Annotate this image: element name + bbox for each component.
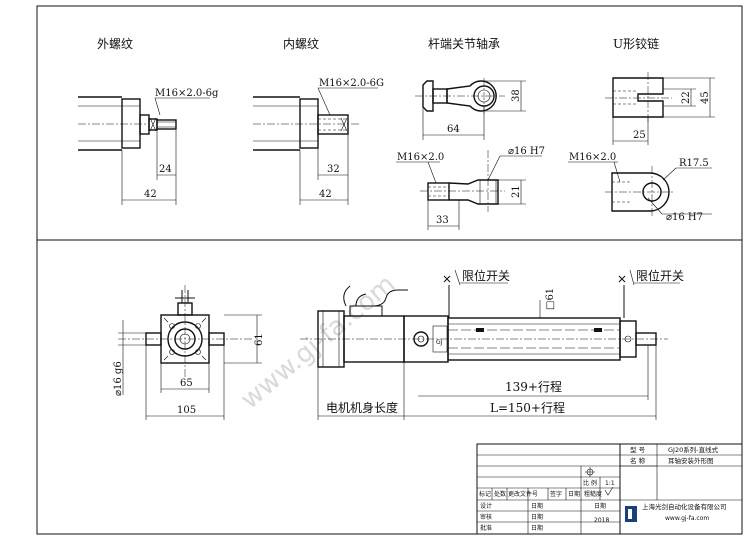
external-thread-title: 外螺纹 (97, 37, 133, 51)
external-thread-dim-42: 42 (144, 189, 157, 200)
design-date-label: 日期 (531, 502, 543, 510)
col-rough: 粗糙度 (584, 490, 602, 498)
actuator-end-view: 61 ⌀16 g6 65 105 (113, 285, 265, 420)
rod-end-offset: 33 (436, 215, 449, 226)
scale-value: 1:1 (605, 480, 615, 487)
review-date-label: 日期 (531, 513, 543, 521)
company-name: 上海光剑自动化设备有限公司 (642, 502, 727, 511)
external-thread-dim-24: 24 (159, 164, 172, 175)
name-label: 名 称 (630, 456, 646, 465)
company-website: www.gj-fa.com (665, 515, 709, 522)
end-view-height: 61 (254, 333, 265, 346)
approve-date-label: 日期 (531, 524, 543, 532)
overall-width: 105 (177, 405, 196, 416)
u-clevis-view: U形铰链 45 22 25 M16×2.0 R17.5 ⌀16 H7 (568, 36, 715, 223)
u-clevis-radius: R17.5 (679, 158, 709, 169)
date-label: 日期 (594, 502, 606, 510)
title-block: 型 号 GJ20系列-直线式 名 称 耳轴安装外形图 比 例 1:1 标记 处数… (476, 443, 743, 535)
col-count: 处数 (494, 490, 506, 498)
model-label: 型 号 (630, 445, 646, 454)
rod-end-bore: ⌀16 H7 (508, 146, 545, 157)
name-value: 耳轴安装外形图 (668, 456, 714, 465)
motor-body-length: 电机机身长度 (326, 400, 398, 415)
company-logo (625, 506, 637, 522)
scale-label: 比 例 (583, 479, 597, 487)
rod-end-height: 38 (511, 89, 522, 102)
limit-switch-label-2: 限位开关 (636, 268, 684, 283)
rod-end-thread: M16×2.0 (397, 152, 444, 163)
u-clevis-length: 25 (633, 130, 646, 141)
brand-mark: GJ (436, 339, 443, 346)
u-clevis-thread: M16×2.0 (569, 152, 616, 163)
year: 2018 (594, 517, 609, 524)
rod-end-length: 64 (447, 124, 460, 135)
external-thread-view: 外螺纹 M16×2.0-6g 24 42 (78, 37, 219, 205)
row-review: 审核 (480, 513, 492, 521)
col-doc: 更改文件号 (508, 490, 538, 498)
u-clevis-outer: 45 (700, 91, 711, 104)
shaft-diameter: ⌀16 g6 (113, 361, 124, 396)
internal-thread-title: 内螺纹 (283, 37, 319, 51)
row-approve: 批准 (480, 524, 492, 532)
u-clevis-title: U形铰链 (613, 36, 659, 51)
limit-switch-label-1: 限位开关 (462, 268, 510, 283)
drawing-frame (36, 5, 743, 535)
actuator-side-view: GJ 限位开关 限位开关 □61 139+行程 (300, 268, 684, 420)
flange-width: 65 (180, 378, 193, 389)
internal-thread-dim-42: 42 (319, 189, 332, 200)
profile-square: □61 (545, 288, 556, 310)
row-design: 设计 (480, 502, 492, 510)
stroke-length: 139+行程 (505, 379, 562, 394)
col-date: 日期 (568, 490, 580, 498)
rod-end-bearing-view: 杆端关节轴承 38 64 M16×2.0 ⌀16 H7 21 (396, 36, 545, 230)
total-length: L=150+行程 (490, 400, 565, 415)
col-mark: 标记 (479, 490, 491, 498)
u-clevis-inner: 22 (681, 91, 692, 104)
u-clevis-bore: ⌀16 H7 (666, 212, 703, 223)
internal-thread-dim-32: 32 (327, 164, 340, 175)
col-sign: 签字 (550, 490, 562, 498)
external-thread-spec: M16×2.0-6g (155, 88, 219, 99)
rod-end-width: 21 (511, 185, 522, 198)
internal-thread-view: 内螺纹 M16×2.0-6G 32 42 (253, 37, 384, 205)
model-value: GJ20系列-直线式 (668, 445, 719, 454)
internal-thread-spec: M16×2.0-6G (319, 78, 384, 89)
rod-end-bearing-title: 杆端关节轴承 (428, 36, 500, 51)
